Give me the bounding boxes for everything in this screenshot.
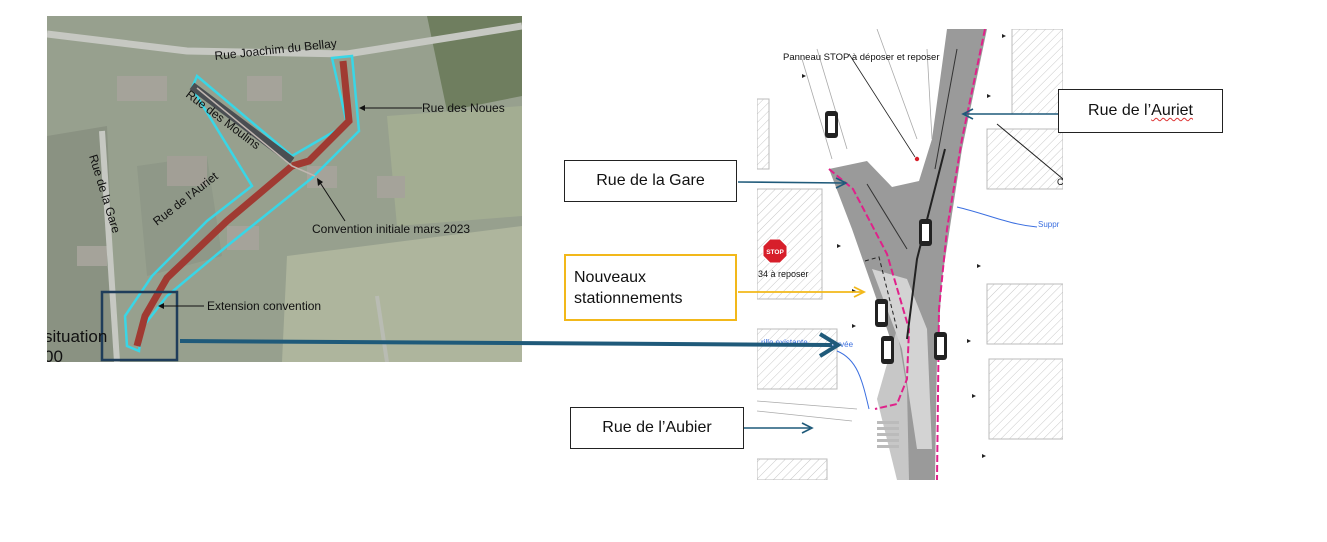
callout-rue-gare-text: Rue de la Gare [596,172,705,189]
cadastral-line [996,123,1063,180]
label-rue-noues: Rue des Noues [422,101,505,115]
callout-rue-auriet: Rue de l’Auriet [1058,89,1223,133]
stop-sign-text: STOP [766,249,784,256]
label-scale-partial: 00 [47,347,63,362]
road-surface [829,29,987,480]
label-existing: rille existante [761,338,808,347]
callout-rue-aubier-text: Rue de l’Aubier [602,419,712,436]
callout-rue-auriet-text: Rue de l’Auriet [1088,102,1193,119]
stop-sign-icon: STOP [762,238,788,264]
urban-area [47,126,117,362]
annotation-arrowhead [359,105,365,111]
road-plan-svg: Panneau STOP à déposer et reposer 34 à r… [757,29,1063,480]
note-pointer [836,350,870,410]
arrow-aubier-head [801,422,814,434]
road-axis [196,87,316,177]
label-stop-panel: Panneau STOP à déposer et reposer [783,52,940,63]
parked-car [825,111,838,138]
arrow-gare [737,181,845,184]
building-block [307,166,337,188]
building-hatch [986,128,1063,190]
aerial-map: Rue Joachim du Bellay Rue des Noues Rue … [47,16,522,362]
callout-stationnements-line-1: Nouveaux [574,268,647,286]
parked-car [881,336,894,364]
building-hatch [1011,29,1063,115]
arrow-gare-head [835,177,848,189]
label-situation: situation [47,327,107,346]
parked-car [934,332,947,360]
callout-rue-aubier: Rue de l’Aubier [570,407,744,449]
stop-panel-pointer [848,53,916,158]
field-area [387,106,522,226]
label-convention-initiale: Convention initiale mars 2023 [312,222,470,236]
annotation-arrowhead [317,178,323,186]
road-plan: Panneau STOP à déposer et reposer 34 à r… [757,29,1063,480]
annotation-arrowhead [158,303,164,309]
callout-rue-gare: Rue de la Gare [564,160,737,202]
building-block [247,76,282,101]
annotation-pointer [318,180,346,222]
road-joachim [47,22,522,58]
building-hatch [757,328,838,390]
parked-car [919,219,932,246]
road-noues-works [291,60,353,170]
aerial-map-svg: Rue Joachim du Bellay Rue des Noues Rue … [47,16,522,362]
extension-frame [100,290,179,362]
field-area [282,226,522,362]
building-block [77,246,107,266]
label-reserved: servée [829,340,854,349]
crosswalk [877,421,899,448]
convention-perimeter [123,54,361,353]
building-block [117,76,167,101]
building-hatch [986,283,1063,345]
label-reposer: 34 à reposer [758,269,809,279]
cadastral-line [801,29,933,160]
arrow-stationnements-head [853,286,867,298]
building-hatch [757,458,828,480]
stop-panel-point [914,156,920,162]
parked-car [875,299,888,327]
building-block [377,176,405,198]
callout-nouveaux-stationnements: Nouveaux stationnements [564,254,737,321]
label-extension-convention: Extension convention [207,299,321,313]
road-axis [866,48,958,250]
link-arrow-extension [179,339,833,347]
link-arrow-head [818,332,842,358]
road-auriet-works [133,163,295,347]
project-border [936,29,986,480]
building-block [227,226,259,250]
cadastral-line [757,400,858,422]
road-minor [375,295,389,362]
note-pointer [956,206,1038,228]
arrow-auriet-head [961,108,974,120]
parking-lane [872,269,932,449]
road-gare [99,130,120,362]
building-hatch [757,98,770,170]
road-axis [906,148,946,340]
label-suppr: Suppr [1038,220,1060,229]
parking-outline [864,256,898,330]
callout-stationnements-line-2: stationnements [574,289,683,307]
label-c: C [1057,177,1063,187]
building-block [167,156,207,186]
building-hatch [988,358,1063,440]
